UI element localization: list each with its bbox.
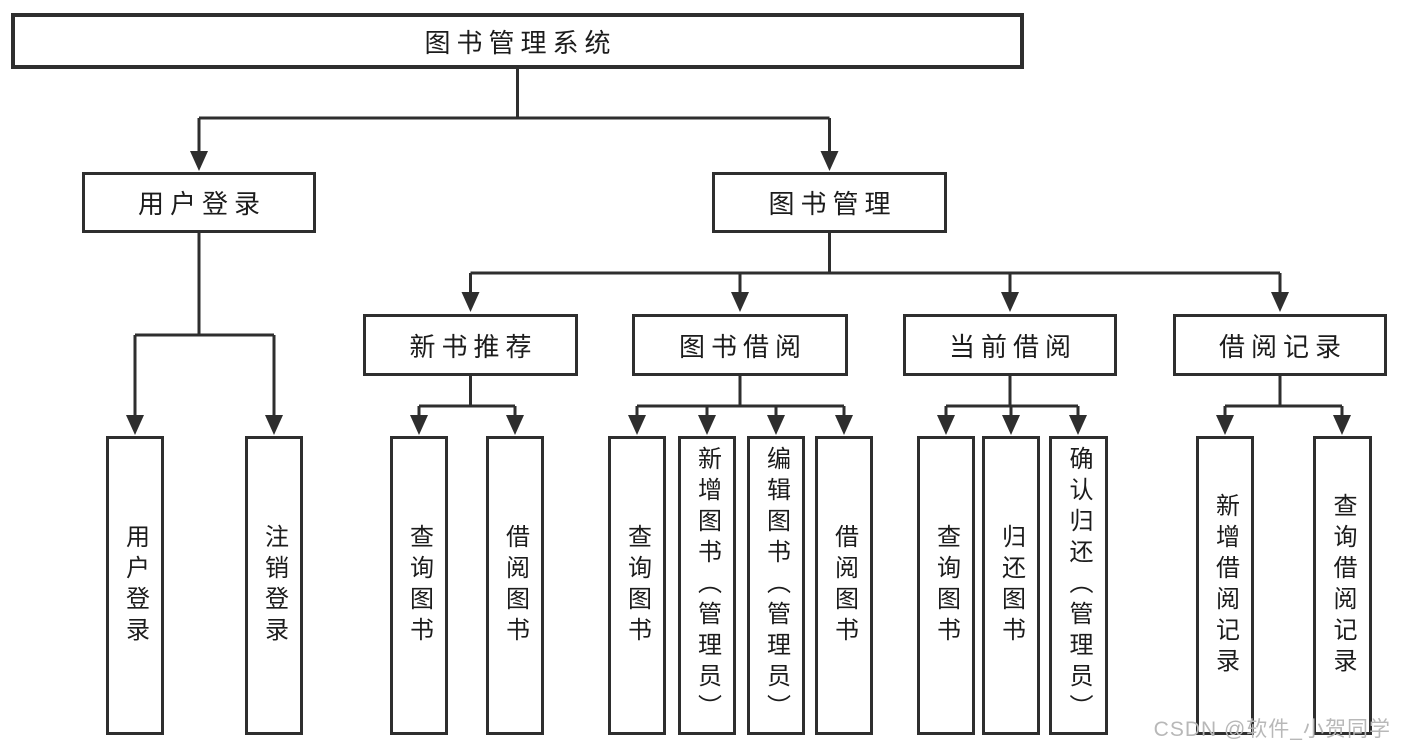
arrowhead (767, 415, 785, 435)
leaf-cur-confirm-return: 确认归还（管理员） (1049, 436, 1108, 735)
arrowhead (835, 415, 853, 435)
leaf-bor-query-books: 查询图书 (608, 436, 666, 735)
node-book-mgmt: 图书管理 (712, 172, 947, 233)
leaf-rec-query-books-label: 查询图书 (405, 523, 433, 648)
leaf-bor-edit-books: 编辑图书（管理员） (747, 436, 805, 735)
csdn-watermark: CSDN @软件_小贺同学 (1153, 718, 1391, 741)
branch-new-book-rec (417, 376, 517, 419)
arrowhead (731, 292, 749, 312)
leaf-rec-borrow-books-label: 借阅图书 (501, 523, 529, 648)
leaf-brec-add-record: 新增借阅记录 (1196, 436, 1254, 735)
branch-current-borrowing (944, 376, 1080, 419)
leaf-brec-query-record-label: 查询借阅记录 (1329, 492, 1356, 679)
arrowhead (190, 151, 208, 171)
node-new-book-rec-label: 新书推荐 (409, 331, 538, 362)
node-borrowing-records: 借阅记录 (1173, 314, 1387, 376)
branch-book-mgmt (469, 233, 1282, 296)
node-book-borrowing: 图书借阅 (632, 314, 848, 376)
arrowhead (698, 415, 716, 435)
leaf-rec-query-books: 查询图书 (390, 436, 448, 735)
arrowhead (628, 415, 646, 435)
leaf-bor-edit-books-label: 编辑图书（管理员） (762, 446, 790, 725)
arrowhead (1333, 415, 1351, 435)
arrowhead (1271, 292, 1289, 312)
leaf-cur-return-books: 归还图书 (982, 436, 1040, 735)
branch-book-borrowing (635, 376, 846, 419)
node-book-mgmt-label: 图书管理 (768, 189, 897, 219)
arrowhead (820, 151, 839, 171)
node-root-label: 图书管理系统 (424, 27, 617, 58)
node-user-login: 用户登录 (82, 172, 316, 233)
leaf-rec-borrow-books: 借阅图书 (486, 436, 544, 735)
leaf-cur-query-books-label: 查询图书 (932, 523, 960, 648)
leaf-bor-borrow-books: 借阅图书 (815, 436, 873, 735)
node-current-borrowing-label: 当前借阅 (948, 331, 1077, 362)
leaf-brec-add-record-label: 新增借阅记录 (1211, 492, 1239, 679)
node-new-book-rec: 新书推荐 (363, 314, 578, 376)
leaf-brec-query-record: 查询借阅记录 (1313, 436, 1372, 735)
branch-user-login (133, 233, 276, 419)
leaf-cur-query-books: 查询图书 (917, 436, 975, 735)
leaf-cur-confirm-return-label: 确认归还（管理员） (1065, 446, 1092, 725)
leaf-cur-return-books-label: 归还图书 (997, 523, 1025, 648)
arrowhead (1069, 415, 1087, 435)
branch-borrowing-records (1223, 376, 1344, 419)
node-borrowing-records-label: 借阅记录 (1218, 331, 1347, 362)
arrowhead (506, 415, 524, 435)
node-user-login-label: 用户登录 (137, 189, 266, 219)
leaf-user-login-label: 用户登录 (121, 523, 149, 648)
node-current-borrowing: 当前借阅 (903, 314, 1117, 376)
leaf-user-login: 用户登录 (106, 436, 164, 735)
arrowhead (410, 415, 428, 435)
arrowhead (1001, 292, 1019, 312)
arrowhead (1002, 415, 1020, 435)
branch-root (197, 69, 831, 155)
arrowhead (461, 292, 480, 312)
arrowhead (265, 415, 283, 435)
arrowhead (937, 415, 955, 435)
leaf-bor-add-books: 新增图书（管理员） (678, 436, 736, 735)
leaf-logout: 注销登录 (245, 436, 303, 735)
arrowhead (126, 415, 144, 435)
arrowhead (1216, 415, 1234, 435)
node-book-borrowing-label: 图书借阅 (678, 331, 807, 362)
node-root: 图书管理系统 (11, 13, 1024, 69)
leaf-logout-label: 注销登录 (260, 523, 288, 648)
leaf-bor-query-books-label: 查询图书 (623, 523, 651, 648)
leaf-bor-add-books-label: 新增图书（管理员） (693, 446, 721, 725)
leaf-bor-borrow-books-label: 借阅图书 (830, 523, 858, 648)
